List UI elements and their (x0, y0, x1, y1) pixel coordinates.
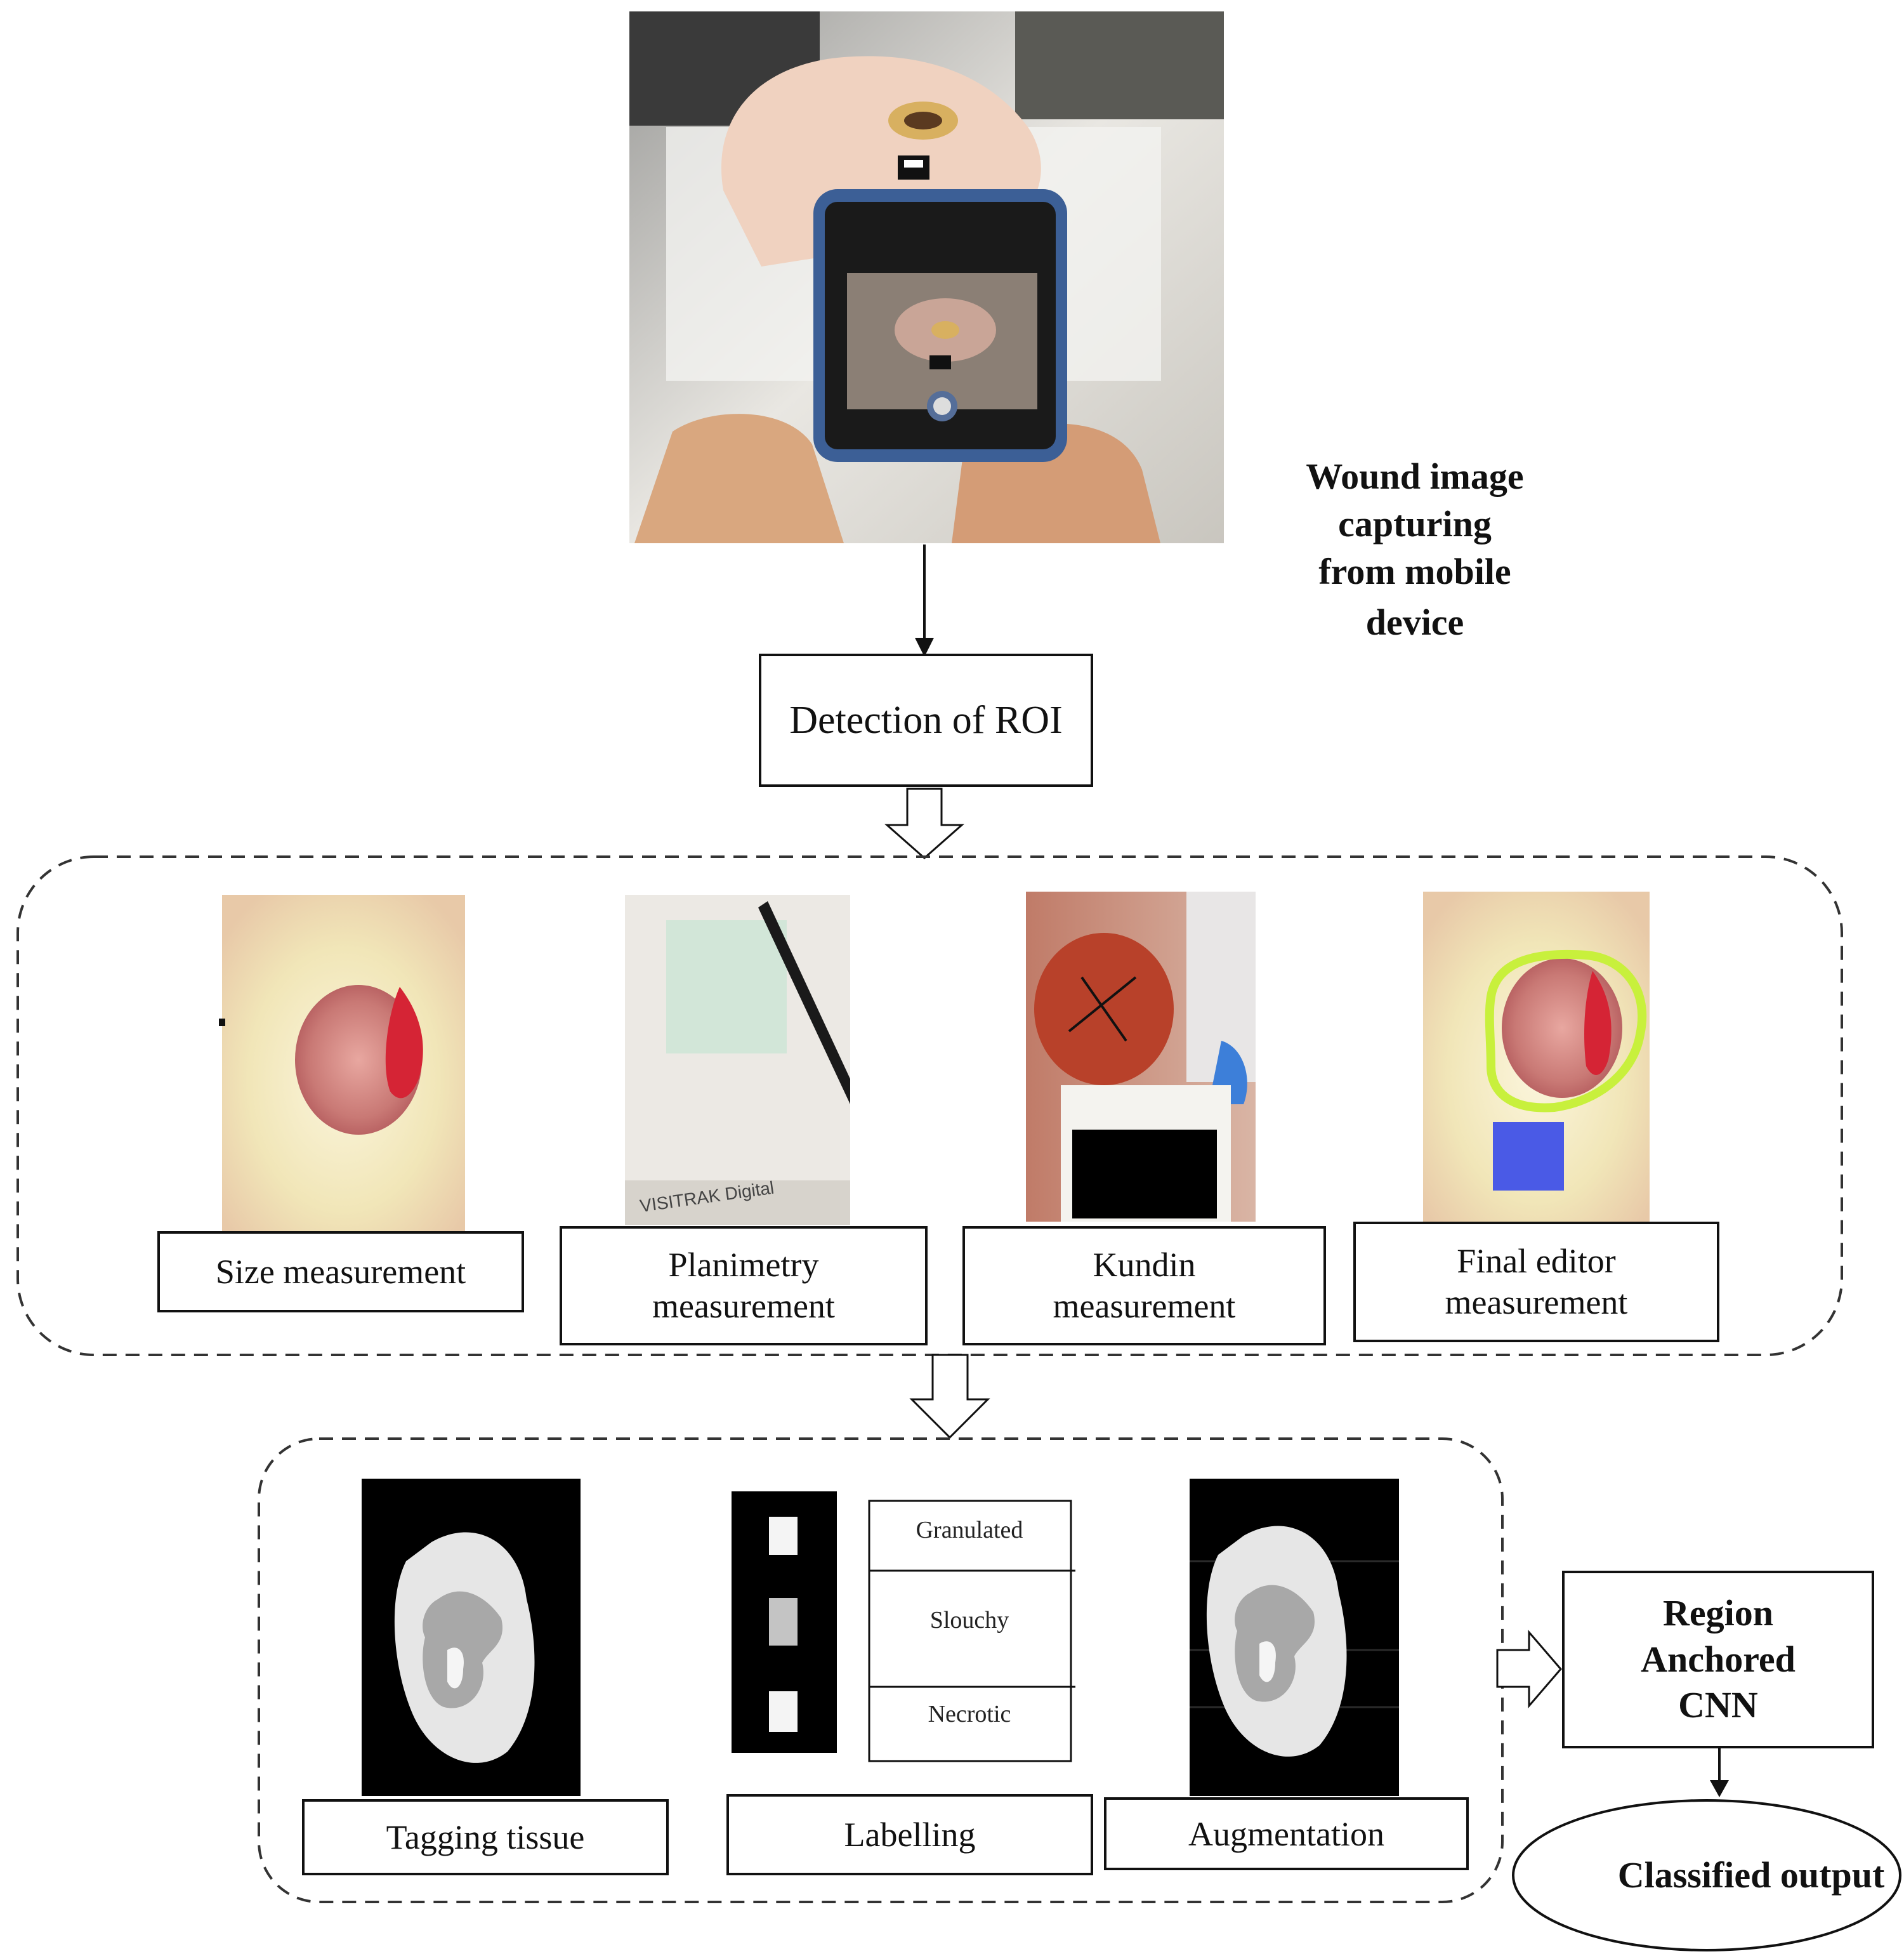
capture-photo (629, 11, 1224, 543)
roi-box: Detection of ROI (759, 654, 1093, 787)
arrow-model-to-output (1710, 1748, 1729, 1797)
tagging-tissue-label: Tagging tissue (386, 1818, 585, 1856)
output-ellipse (1512, 1799, 1901, 1951)
final-editor-measurement-image (1423, 892, 1650, 1222)
tagging-tissue-box: Tagging tissue (302, 1799, 669, 1875)
final-editor-measurement-box: Final editor measurement (1353, 1222, 1719, 1342)
measurements-group (16, 855, 1843, 1356)
tissue-class-2: Necrotic (928, 1701, 1011, 1727)
hollow-arrow-measurements-to-processing (909, 1354, 990, 1439)
processing-group (258, 1437, 1504, 1903)
output-label-wrap: Classified output (1567, 1825, 1904, 1926)
hollow-arrow-roi-to-measurements (884, 788, 964, 859)
tissue-class-1: Slouchy (930, 1607, 1009, 1634)
planimetry-measurement-image: VISITRAK Digital (625, 895, 850, 1225)
capture-caption-line3: from mobile (1318, 551, 1511, 592)
model-label: Region Anchored CNN (1641, 1592, 1796, 1726)
labelling-box: Labelling (726, 1794, 1093, 1875)
model-box: Region Anchored CNN (1562, 1571, 1874, 1748)
arrow-capture-to-roi (915, 545, 934, 657)
roi-label: Detection of ROI (789, 698, 1063, 742)
kundin-measurement-label: Kundin measurement (1053, 1246, 1236, 1325)
augmentation-box: Augmentation (1104, 1797, 1469, 1870)
planimetry-measurement-label: Planimetry measurement (652, 1246, 835, 1325)
size-measurement-box: Size measurement (157, 1231, 524, 1312)
final-editor-measurement-label: Final editor measurement (1445, 1242, 1628, 1321)
hollow-arrow-processing-to-model (1496, 1629, 1562, 1709)
size-measurement-label: Size measurement (215, 1252, 466, 1291)
labelling-label: Labelling (844, 1816, 976, 1854)
size-measurement-image (219, 895, 465, 1231)
tissue-class-0: Granulated (916, 1517, 1023, 1543)
kundin-measurement-box: Kundin measurement (962, 1226, 1326, 1345)
capture-caption-line2: capturing (1338, 503, 1492, 545)
kundin-measurement-image (1026, 892, 1256, 1222)
capture-caption-line1: Wound image (1306, 456, 1523, 497)
augmentation-label: Augmentation (1188, 1814, 1384, 1853)
augmentation-mask (1190, 1479, 1399, 1796)
planimetry-measurement-box: Planimetry measurement (560, 1226, 928, 1345)
output-label: Classified output (1617, 1854, 1885, 1896)
capture-caption-line4: device (1366, 602, 1464, 643)
labelling-strip (732, 1491, 1075, 1762)
tagging-tissue-mask (362, 1479, 581, 1796)
